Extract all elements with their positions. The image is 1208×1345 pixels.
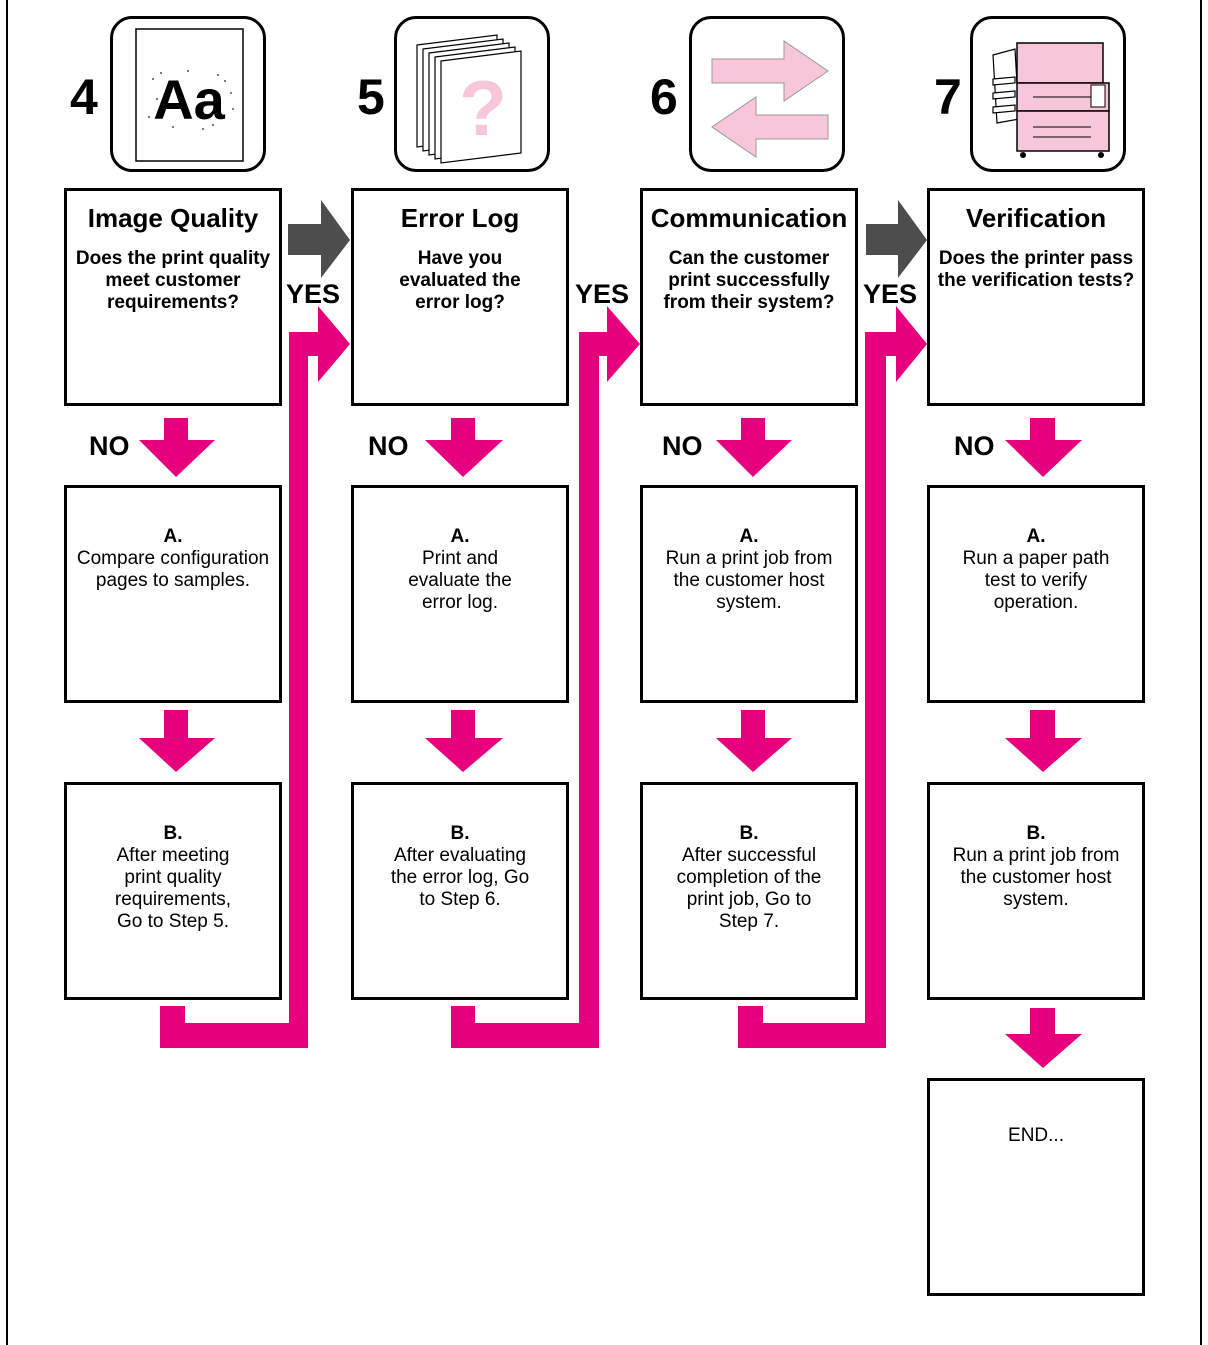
no-label-step6: NO	[662, 431, 703, 461]
step7-title: Verification	[965, 203, 1107, 233]
yes-label-5-to-6: YES	[575, 279, 630, 309]
down-arrow-step4	[139, 710, 215, 772]
step-number-6: 6	[650, 69, 678, 125]
step5-question-box: Error Log Have you evaluated the error l…	[351, 188, 569, 406]
step7-a-letter: A.	[1026, 526, 1046, 547]
down-arrow-step6	[716, 710, 792, 772]
gray-arrow-6-to-7	[866, 200, 927, 278]
step6-a-text: Run a print job from the customer host s…	[665, 548, 833, 613]
aa-glyph: Aa	[153, 68, 225, 131]
step6-b-text: After successful completion of the print…	[676, 845, 822, 932]
step5-b-text: After evaluating the error log, Go to St…	[390, 845, 530, 910]
communication-arrows-icon	[689, 16, 845, 172]
step6-title: Communication	[650, 203, 848, 233]
step6-b-letter: B.	[739, 823, 759, 844]
step4-b-text: After meeting print quality requirements…	[114, 845, 232, 932]
gray-arrow-4-to-5	[288, 200, 350, 278]
yes-label-6-to-7: YES	[863, 279, 918, 309]
step4-question: Does the print quality meet customer req…	[75, 248, 271, 313]
step-number-7: 7	[934, 69, 962, 125]
step5-title: Error Log	[400, 203, 520, 233]
no-arrow-step4	[139, 418, 215, 477]
step6-question: Can the customer print successfully from…	[663, 248, 835, 313]
step7-a-box: A. Run a paper path test to verify opera…	[927, 485, 1145, 703]
image-quality-aa-icon: Aa	[110, 16, 266, 172]
no-arrow-step7	[1005, 418, 1082, 477]
question-glyph: ?	[459, 64, 507, 152]
step6-a-letter: A.	[739, 526, 759, 547]
step7-b-text: Run a print job from the customer host s…	[952, 845, 1120, 910]
step4-a-text: Compare configuration pages to samples.	[76, 548, 270, 591]
no-label-step4: NO	[89, 431, 130, 461]
step4-b-box: B. After meeting print quality requireme…	[64, 782, 282, 1000]
printer-icon	[970, 16, 1126, 172]
step4-title: Image Quality	[87, 203, 259, 233]
step4-a-letter: A.	[163, 526, 183, 547]
yes-label-4-to-5: YES	[286, 279, 341, 309]
step-number-4: 4	[70, 69, 98, 125]
yes-path-5-to-6	[451, 306, 640, 1048]
no-arrow-step6	[716, 418, 792, 477]
step5-question: Have you evaluated the error log?	[399, 248, 521, 313]
error-log-pages-icon: ?	[394, 16, 550, 172]
step5-b-box: B. After evaluating the error log, Go to…	[351, 782, 569, 1000]
no-label-step5: NO	[368, 431, 409, 461]
step7-b-letter: B.	[1026, 823, 1046, 844]
step7-a-text: Run a paper path test to verify operatio…	[962, 548, 1110, 613]
step5-b-letter: B.	[450, 823, 470, 844]
step4-a-box: A. Compare configuration pages to sample…	[64, 485, 282, 703]
page-frame	[6, 0, 1202, 1345]
step5-a-box: A. Print and evaluate the error log.	[351, 485, 569, 703]
step7-question: Does the printer pass the verification t…	[937, 248, 1135, 291]
end-text: END...	[1008, 1125, 1064, 1146]
step5-a-letter: A.	[450, 526, 470, 547]
yes-path-4-to-5	[160, 306, 350, 1048]
end-box: END...	[927, 1078, 1145, 1296]
step6-question-box: Communication Can the customer print suc…	[640, 188, 858, 406]
step5-a-text: Print and evaluate the error log.	[408, 548, 512, 613]
down-arrow-to-end	[1005, 1008, 1082, 1068]
step7-b-box: B. Run a print job from the customer hos…	[927, 782, 1145, 1000]
step6-a-box: A. Run a print job from the customer hos…	[640, 485, 858, 703]
no-label-step7: NO	[954, 431, 995, 461]
down-arrow-step5	[425, 710, 503, 772]
step4-b-letter: B.	[163, 823, 183, 844]
yes-path-6-to-7	[738, 306, 927, 1048]
step7-question-box: Verification Does the printer pass the v…	[927, 188, 1145, 406]
step4-question-box: Image Quality Does the print quality mee…	[64, 188, 282, 406]
down-arrow-step7	[1005, 710, 1082, 772]
no-arrow-step5	[425, 418, 503, 477]
step6-b-box: B. After successful completion of the pr…	[640, 782, 858, 1000]
step-number-5: 5	[357, 69, 385, 125]
